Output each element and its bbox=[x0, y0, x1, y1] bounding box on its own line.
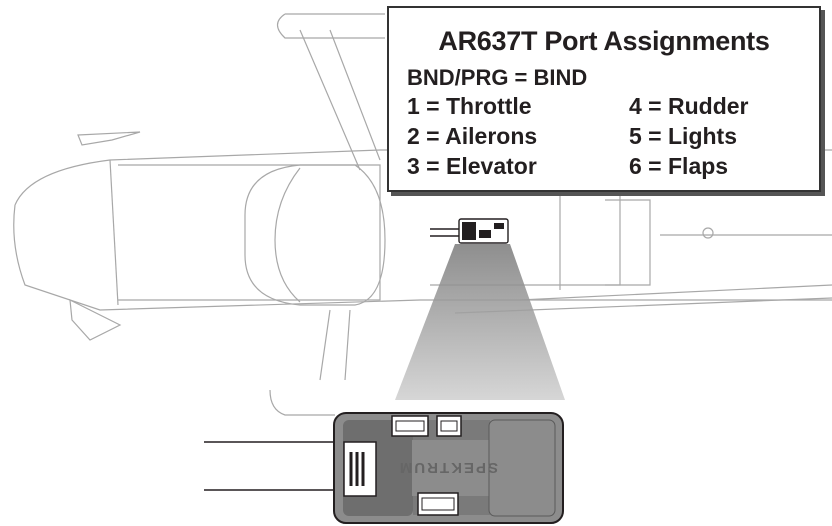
port-assignments-callout: AR637T Port Assignments BND/PRG = BIND 1… bbox=[387, 6, 821, 192]
port-5-label: 5 = Lights bbox=[629, 123, 737, 149]
receiver-brand-label: SPEKTRUM bbox=[398, 459, 498, 476]
zoom-beam bbox=[395, 244, 565, 400]
port-6-label: 6 = Flaps bbox=[629, 153, 729, 179]
receiver-small bbox=[430, 218, 509, 244]
callout-title: AR637T Port Assignments bbox=[438, 26, 770, 56]
receiver-large: SPEKTRUM bbox=[204, 412, 564, 524]
port-2-label: 2 = Ailerons bbox=[407, 123, 538, 149]
port-1-label: 1 = Throttle bbox=[407, 93, 532, 119]
bind-assignment: BND/PRG = BIND bbox=[407, 65, 588, 90]
port-4-label: 4 = Rudder bbox=[629, 93, 749, 119]
port-3-label: 3 = Elevator bbox=[407, 153, 537, 179]
